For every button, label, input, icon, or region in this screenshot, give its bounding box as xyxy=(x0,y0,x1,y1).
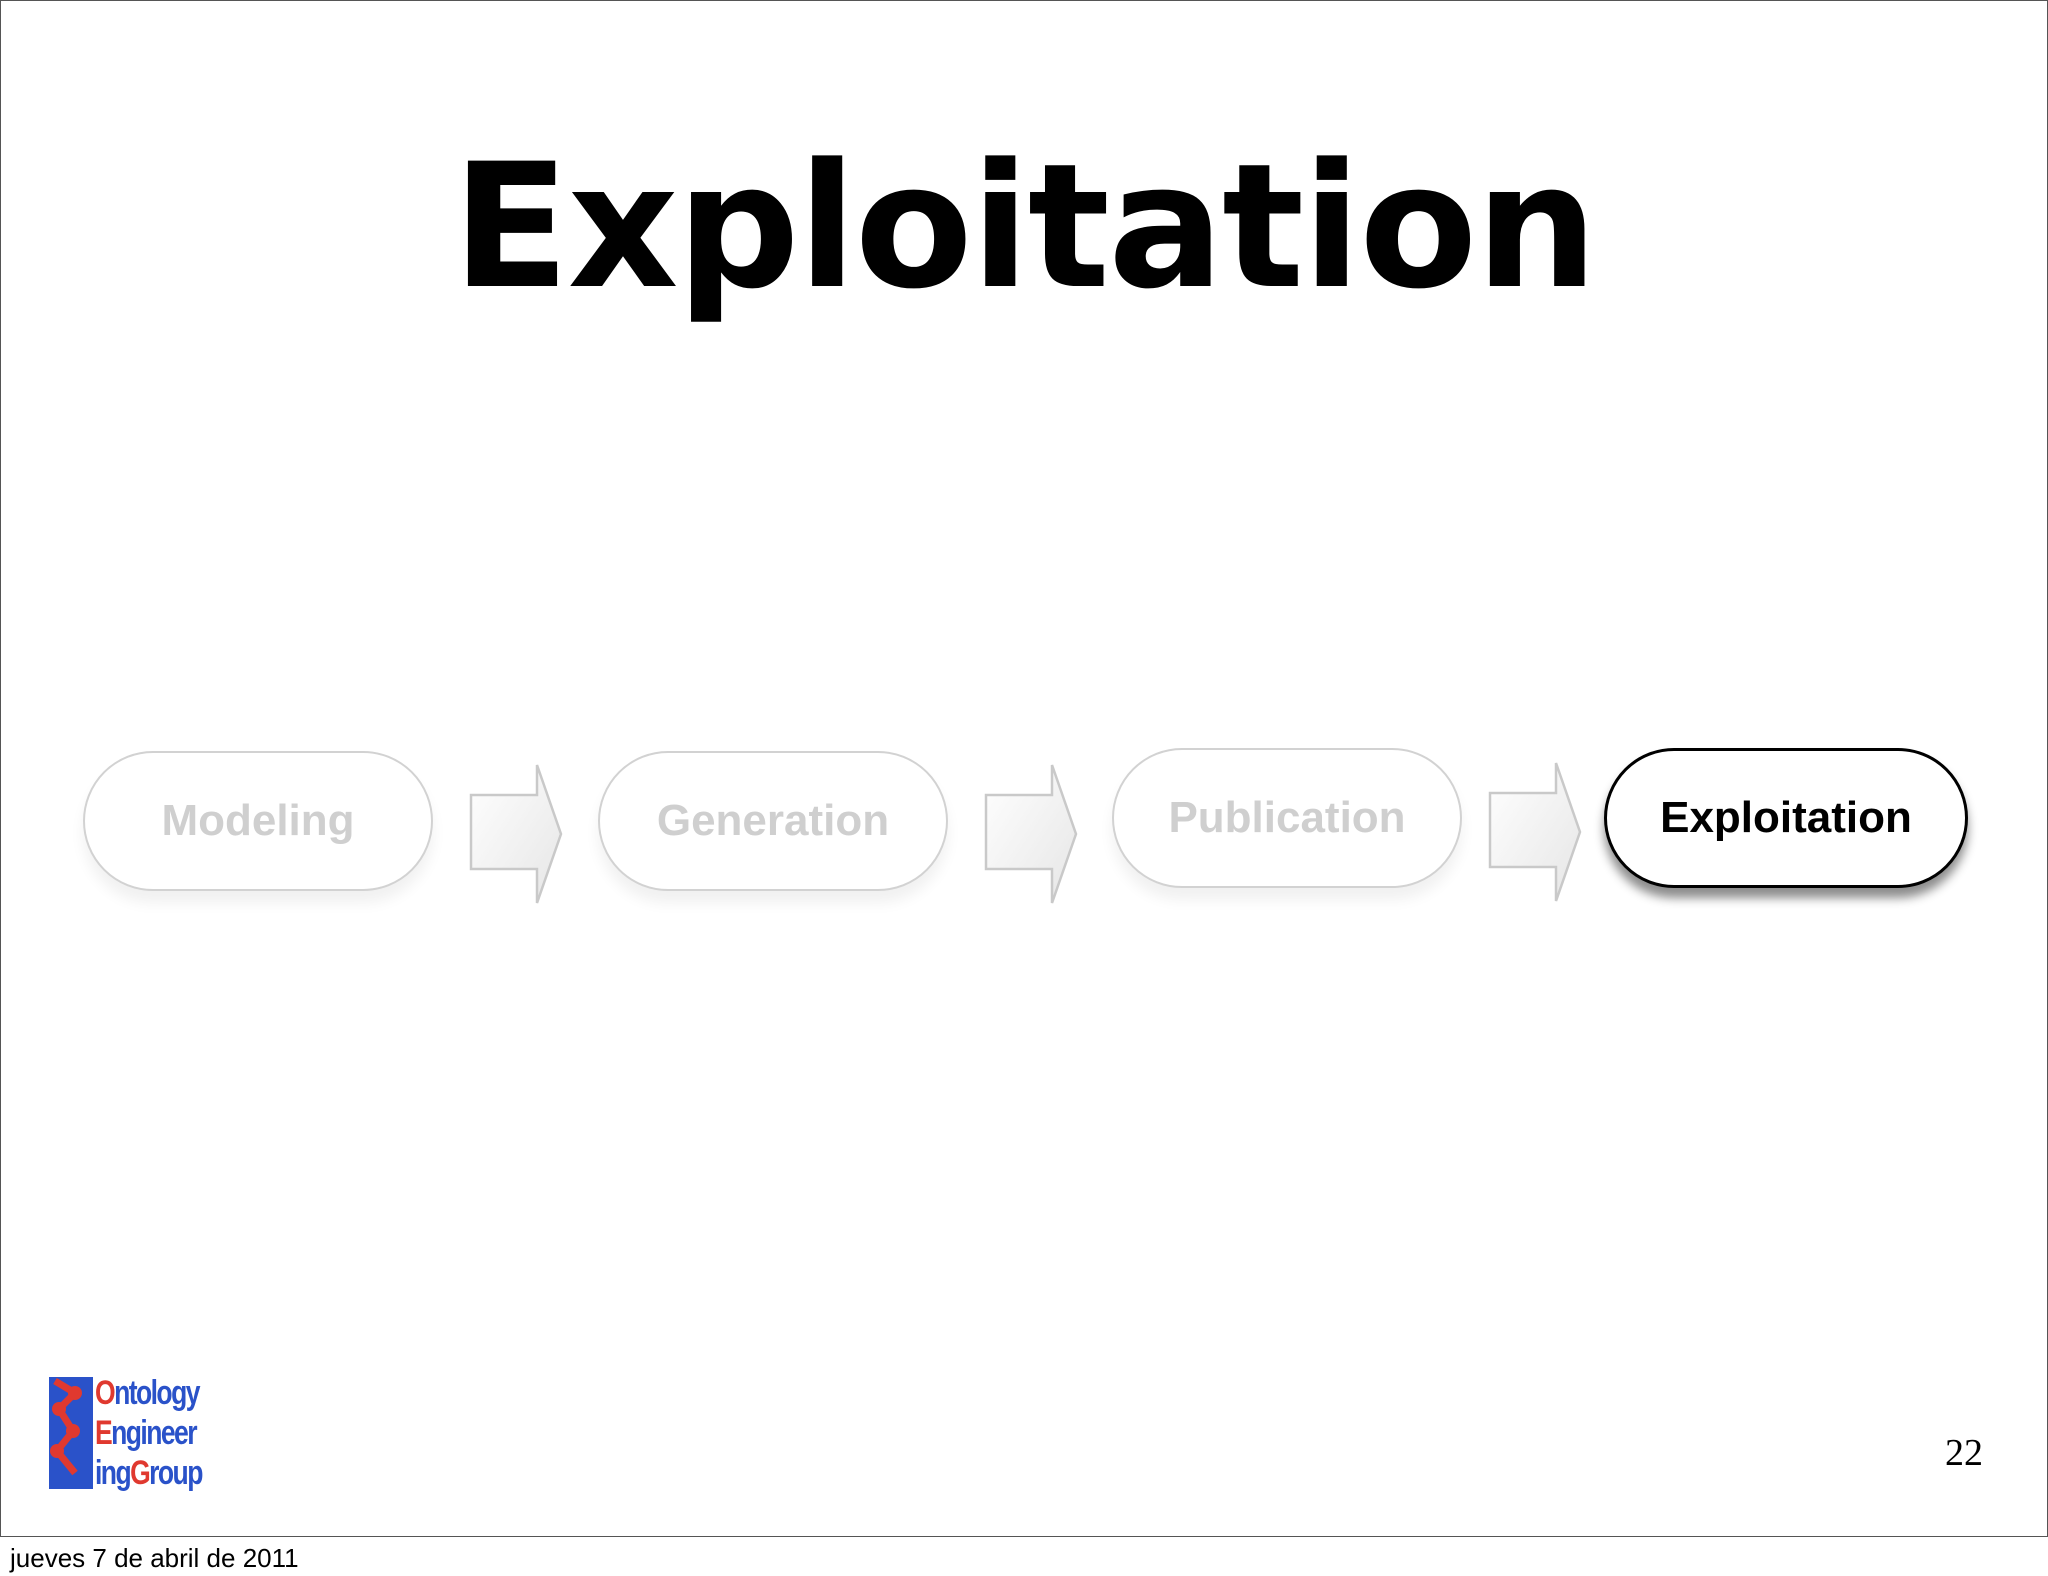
ontology-engineering-group-logo: Ontology Engineer ingGroup xyxy=(45,1373,225,1495)
arrow-right-icon xyxy=(984,764,1078,904)
logo-wordmark: Ontology Engineer ingGroup xyxy=(95,1374,203,1492)
slide: Exploitation Modeling Generation Publica… xyxy=(0,0,2048,1537)
step-generation: Generation xyxy=(598,751,948,891)
step-publication-label: Publication xyxy=(1168,793,1406,842)
process-flow: Modeling Generation Publication Exploita… xyxy=(1,741,2047,921)
step-modeling: Modeling xyxy=(83,751,433,891)
step-exploitation-label: Exploitation xyxy=(1660,793,1912,842)
arrow-right-icon xyxy=(469,764,563,904)
step-publication: Publication xyxy=(1112,748,1462,888)
arrow-right-icon xyxy=(1488,762,1582,902)
page-number: 22 xyxy=(1945,1432,1983,1474)
logo-mark-icon xyxy=(49,1377,93,1489)
slide-title: Exploitation xyxy=(452,126,1598,327)
step-exploitation: Exploitation xyxy=(1604,748,1968,888)
step-modeling-label: Modeling xyxy=(161,796,355,845)
footer-date: jueves 7 de abril de 2011 xyxy=(10,1543,299,1573)
step-generation-label: Generation xyxy=(656,796,890,845)
